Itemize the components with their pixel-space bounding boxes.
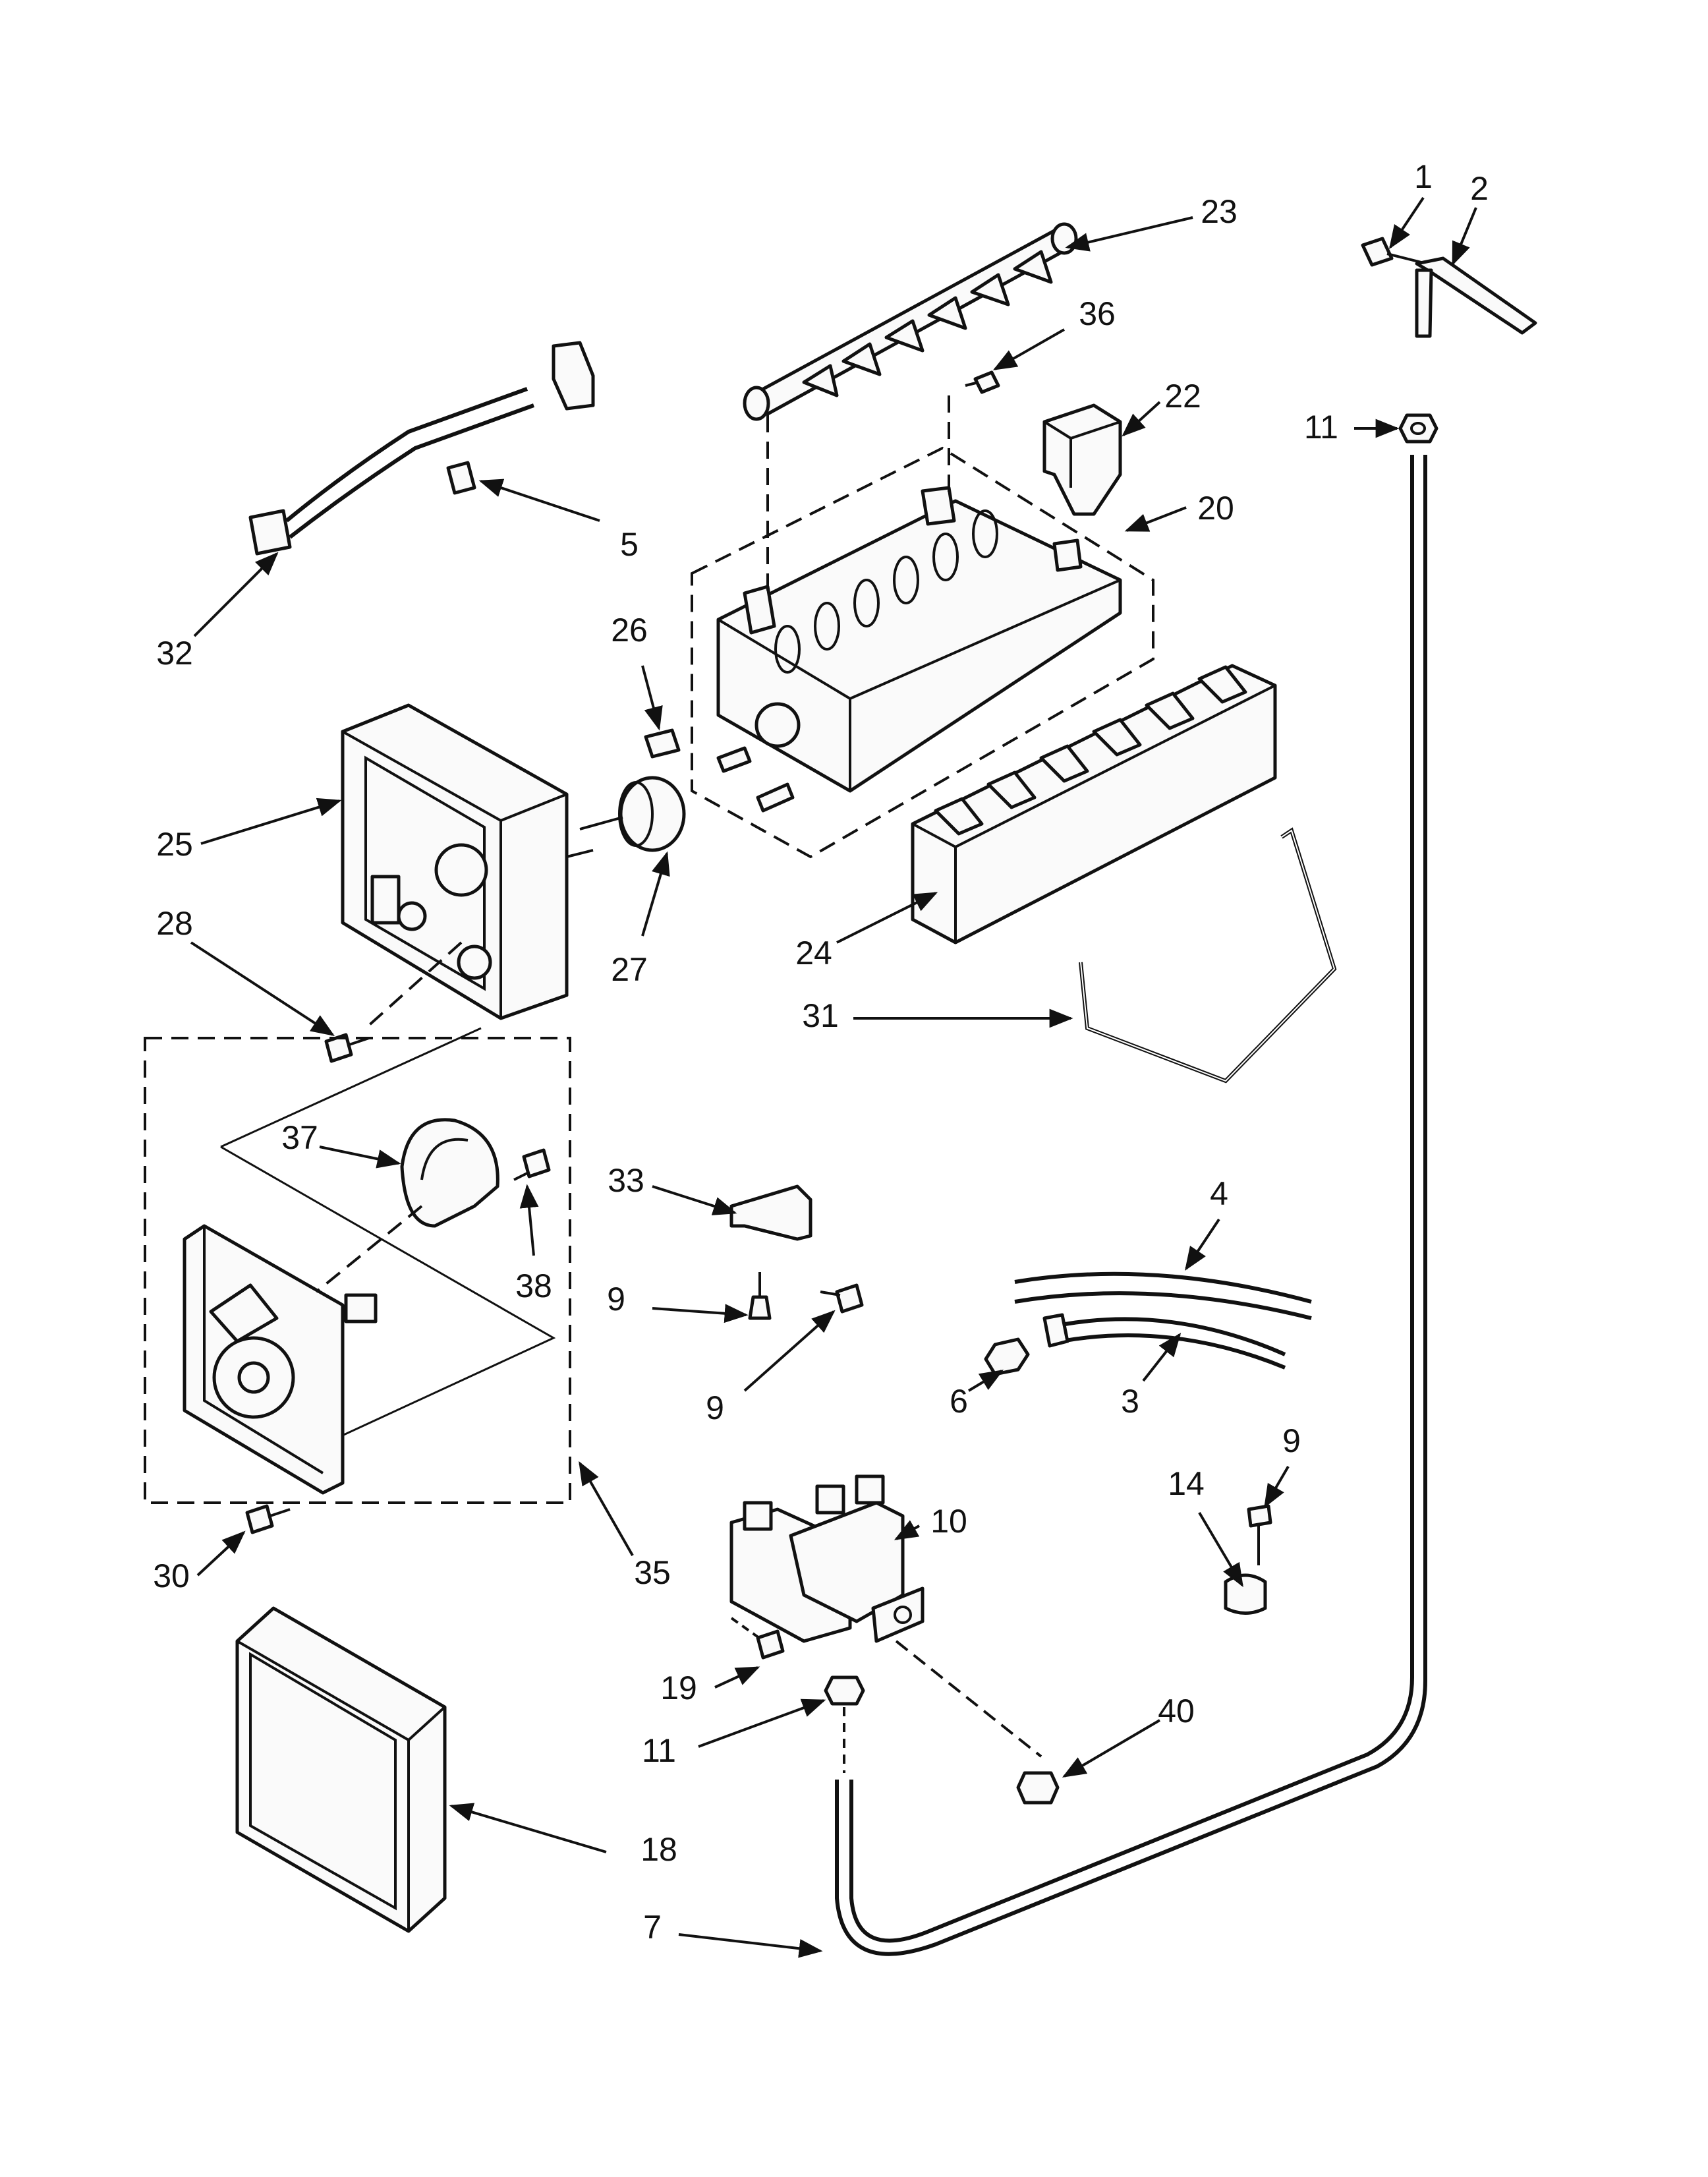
label-11-top: 11 bbox=[1304, 409, 1338, 446]
module-leaders bbox=[220, 1027, 556, 1458]
motor-cup-27 bbox=[579, 776, 686, 852]
tube-4 bbox=[1014, 1271, 1312, 1320]
label-26: 26 bbox=[611, 612, 648, 649]
label-5: 5 bbox=[620, 526, 639, 563]
ice-stripper-24 bbox=[911, 664, 1277, 944]
screw-36 bbox=[965, 370, 1000, 394]
label-18: 18 bbox=[640, 1831, 677, 1868]
label-40: 40 bbox=[1158, 1693, 1195, 1729]
label-3: 3 bbox=[1121, 1383, 1139, 1420]
screw-9-left bbox=[748, 1272, 772, 1320]
label-9-right: 9 bbox=[706, 1389, 724, 1426]
screw-30 bbox=[245, 1504, 291, 1534]
label-6: 6 bbox=[950, 1383, 968, 1420]
nut-11-bottom bbox=[824, 1675, 865, 1773]
label-32: 32 bbox=[156, 635, 193, 672]
screw-28 bbox=[324, 1033, 370, 1063]
label-22: 22 bbox=[1164, 378, 1201, 415]
nut-40 bbox=[895, 1640, 1060, 1805]
module-assembly-outline-35 bbox=[144, 1037, 571, 1504]
cover-18 bbox=[235, 1606, 447, 1933]
mold-20 bbox=[716, 486, 1122, 813]
label-2: 2 bbox=[1470, 170, 1489, 207]
screw-9-clip bbox=[1247, 1504, 1272, 1565]
label-24: 24 bbox=[795, 935, 832, 972]
clip-14 bbox=[1224, 1573, 1267, 1615]
label-30: 30 bbox=[153, 1557, 190, 1594]
cover-22 bbox=[1042, 403, 1122, 516]
label-23: 23 bbox=[1201, 193, 1238, 230]
leader-arrows bbox=[190, 196, 1477, 1958]
wire-clip-5 bbox=[446, 461, 476, 495]
label-1: 1 bbox=[1414, 158, 1433, 195]
label-37: 37 bbox=[281, 1119, 318, 1156]
alignment-lines bbox=[315, 395, 950, 1293]
label-31: 31 bbox=[802, 997, 839, 1034]
label-38: 38 bbox=[515, 1267, 552, 1304]
shutoff-arm-31 bbox=[1079, 827, 1337, 1084]
wire-harness-32 bbox=[248, 341, 595, 556]
label-20: 20 bbox=[1197, 490, 1234, 527]
label-27: 27 bbox=[611, 951, 648, 988]
module-board bbox=[183, 1224, 378, 1495]
label-11-bottom: 11 bbox=[642, 1732, 676, 1769]
module-housing-25 bbox=[341, 703, 594, 1020]
water-tube-7 bbox=[835, 455, 1427, 1956]
label-36: 36 bbox=[1079, 295, 1116, 332]
bracket-33 bbox=[729, 1184, 812, 1241]
label-28: 28 bbox=[156, 905, 193, 942]
label-10: 10 bbox=[930, 1503, 967, 1540]
tube-clamp-2 bbox=[1415, 256, 1537, 338]
nut-11-top bbox=[1398, 413, 1438, 444]
label-9-clip: 9 bbox=[1282, 1422, 1301, 1459]
label-19: 19 bbox=[660, 1669, 697, 1706]
water-valve-10 bbox=[729, 1474, 925, 1643]
screw-9-right bbox=[820, 1283, 864, 1314]
mold-assembly-outline bbox=[691, 446, 1154, 859]
label-14: 14 bbox=[1168, 1465, 1205, 1502]
tube-3 bbox=[1042, 1313, 1286, 1370]
label-35: 35 bbox=[634, 1554, 671, 1591]
ejector-23 bbox=[743, 222, 1078, 421]
label-9-left: 9 bbox=[607, 1281, 625, 1318]
thermostat-26 bbox=[644, 728, 681, 759]
screw-38 bbox=[513, 1148, 551, 1181]
part-labels: 1 2 23 36 22 11 20 5 32 26 25 28 27 24 3… bbox=[153, 158, 1489, 1946]
label-7: 7 bbox=[643, 1909, 662, 1946]
label-33: 33 bbox=[608, 1162, 644, 1199]
label-4: 4 bbox=[1210, 1175, 1228, 1212]
label-25: 25 bbox=[156, 826, 193, 863]
screw-19 bbox=[730, 1617, 785, 1660]
nut-6 bbox=[984, 1337, 1030, 1376]
